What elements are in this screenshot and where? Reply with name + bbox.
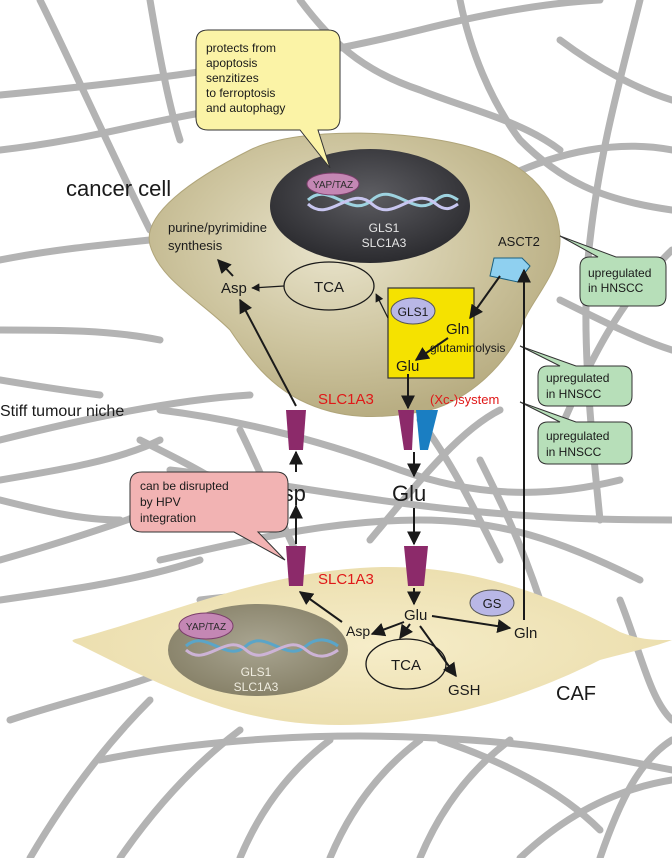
callout-green-2 <box>519 345 633 407</box>
callout-pink-text: can be disrupted by HPV integration <box>140 479 229 525</box>
callout-green-3-line1: upregulated <box>546 429 609 443</box>
yap-taz-badge-caf <box>178 612 234 640</box>
dna-helix-icon <box>306 192 459 212</box>
metabolite-gsh: GSH <box>448 682 481 699</box>
pathway-arrows <box>217 258 531 678</box>
callout-green-2-line1: upregulated <box>546 371 609 385</box>
label-slc1a3-top: SLC1A3 <box>318 391 374 408</box>
tca-label-caf: TCA <box>391 657 421 674</box>
metabolite-gln-caf: Gln <box>514 625 537 642</box>
metabolite-asp-caf: Asp <box>346 623 370 639</box>
dna-helix-icon-caf <box>184 638 339 658</box>
callout-green-1 <box>559 235 667 307</box>
label-xc-system: (Xc-)system <box>430 392 499 407</box>
slc1a3-transporter-caf-left <box>286 546 306 586</box>
svg-text:by HPV: by HPV <box>140 495 181 509</box>
callout-yellow <box>195 29 341 169</box>
svg-text:to ferroptosis: to ferroptosis <box>206 86 275 100</box>
gene-slc1a3-cancer: SLC1A3 <box>362 236 407 250</box>
label-slc1a3-bottom: SLC1A3 <box>318 571 374 588</box>
callout-green-1-line1: upregulated <box>588 266 651 280</box>
label-cancer-cell: cancer cell <box>66 176 171 201</box>
svg-text:protects from: protects from <box>206 41 276 55</box>
label-purine-line2: synthesis <box>168 238 223 253</box>
metabolite-gln-cell: Gln <box>446 321 469 338</box>
gene-slc1a3-caf: SLC1A3 <box>234 680 279 694</box>
gls1-enzyme <box>390 297 436 325</box>
svg-text:senzitizes: senzitizes <box>206 71 259 85</box>
callout-green-1-line2: in HNSCC <box>588 281 644 295</box>
label-asct2: ASCT2 <box>498 234 540 249</box>
gs-enzyme-label: GS <box>483 596 502 611</box>
label-purine-line1: purine/pyrimidine <box>168 220 267 235</box>
svg-text:and autophagy: and autophagy <box>206 101 285 115</box>
slc1a3-transporter-top <box>286 410 306 450</box>
gene-gls1-caf: GLS1 <box>241 665 272 679</box>
label-caf: CAF <box>556 683 596 705</box>
callout-green-3-line2: in HNSCC <box>546 445 602 459</box>
label-stiff-niche: Stiff tumour niche <box>0 403 124 420</box>
callout-green-2-line2: in HNSCC <box>546 387 602 401</box>
metabolite-asp-cell: Asp <box>221 280 247 297</box>
xc-system-transporter <box>416 410 438 450</box>
slc1a3-transporter-caf-right <box>404 546 428 586</box>
callout-green-3 <box>519 401 633 465</box>
tca-label-cell: TCA <box>314 279 344 296</box>
callout-yellow-text: protects from apoptosis senzitizes to fe… <box>206 41 285 115</box>
label-glutaminolysis: glutaminolysis <box>430 341 505 355</box>
gs-enzyme <box>469 589 515 617</box>
gene-gls1-cancer: GLS1 <box>369 221 400 235</box>
metabolite-glu-cell: Glu <box>396 358 419 375</box>
callout-pink <box>129 471 289 561</box>
svg-text:apoptosis: apoptosis <box>206 56 257 70</box>
metabolite-glu-caf: Glu <box>404 607 427 624</box>
metabolite-glu-extracellular: Glu <box>392 481 426 506</box>
yap-taz-label-cancer: YAP/TAZ <box>313 180 353 191</box>
yap-taz-badge-cancer <box>306 172 360 196</box>
slc1a3-transporter-right <box>398 410 414 450</box>
yap-taz-label-caf: YAP/TAZ <box>186 622 226 633</box>
gls1-enzyme-label: GLS1 <box>398 305 429 319</box>
svg-text:integration: integration <box>140 511 196 525</box>
svg-text:can be disrupted: can be disrupted <box>140 479 229 493</box>
